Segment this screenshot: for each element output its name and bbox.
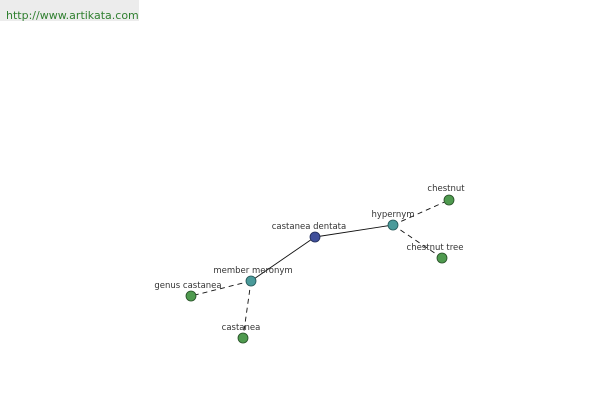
node-label: chestnut — [427, 184, 465, 194]
node-hypernym[interactable]: hypernym — [371, 210, 415, 231]
relation-node-icon[interactable] — [245, 275, 257, 287]
site-link[interactable]: http://www.artikata.com — [6, 9, 139, 22]
node-castanea-dentata[interactable]: castanea dentata — [272, 222, 346, 243]
node-genus-castanea[interactable]: genus castanea — [154, 281, 222, 302]
node-label: castanea dentata — [272, 222, 346, 232]
edge-meronym-genus — [190, 280, 252, 297]
leaf-node-icon[interactable] — [436, 252, 448, 264]
leaf-node-icon[interactable] — [185, 290, 197, 302]
node-label: castanea — [222, 323, 261, 333]
url-bar: http://www.artikata.com — [0, 0, 139, 22]
node-label: genus castanea — [154, 281, 221, 291]
edge-hypernym-chestnut — [392, 199, 450, 226]
node-member-meronym[interactable]: member meronym — [213, 266, 293, 287]
edge-hypernym-chestnut-tree — [392, 224, 443, 259]
node-label: hypernym — [371, 210, 414, 220]
edge-meronym-castanea — [242, 280, 252, 339]
center-node-icon[interactable] — [309, 231, 321, 243]
graph-edges — [190, 199, 450, 339]
node-label: chestnut tree — [407, 243, 464, 253]
node-chestnut[interactable]: chestnut — [427, 184, 465, 206]
edge-center-hypernym — [314, 224, 394, 238]
edge-center-meronym — [250, 236, 316, 282]
leaf-node-icon[interactable] — [443, 194, 455, 206]
node-chestnut-tree[interactable]: chestnut tree — [407, 243, 464, 264]
leaf-node-icon[interactable] — [237, 332, 249, 344]
node-label: member meronym — [213, 266, 292, 276]
node-castanea[interactable]: castanea — [222, 323, 261, 344]
graph-nodes: castanea dentata hypernym member meronym… — [154, 184, 465, 344]
relation-node-icon[interactable] — [387, 219, 399, 231]
